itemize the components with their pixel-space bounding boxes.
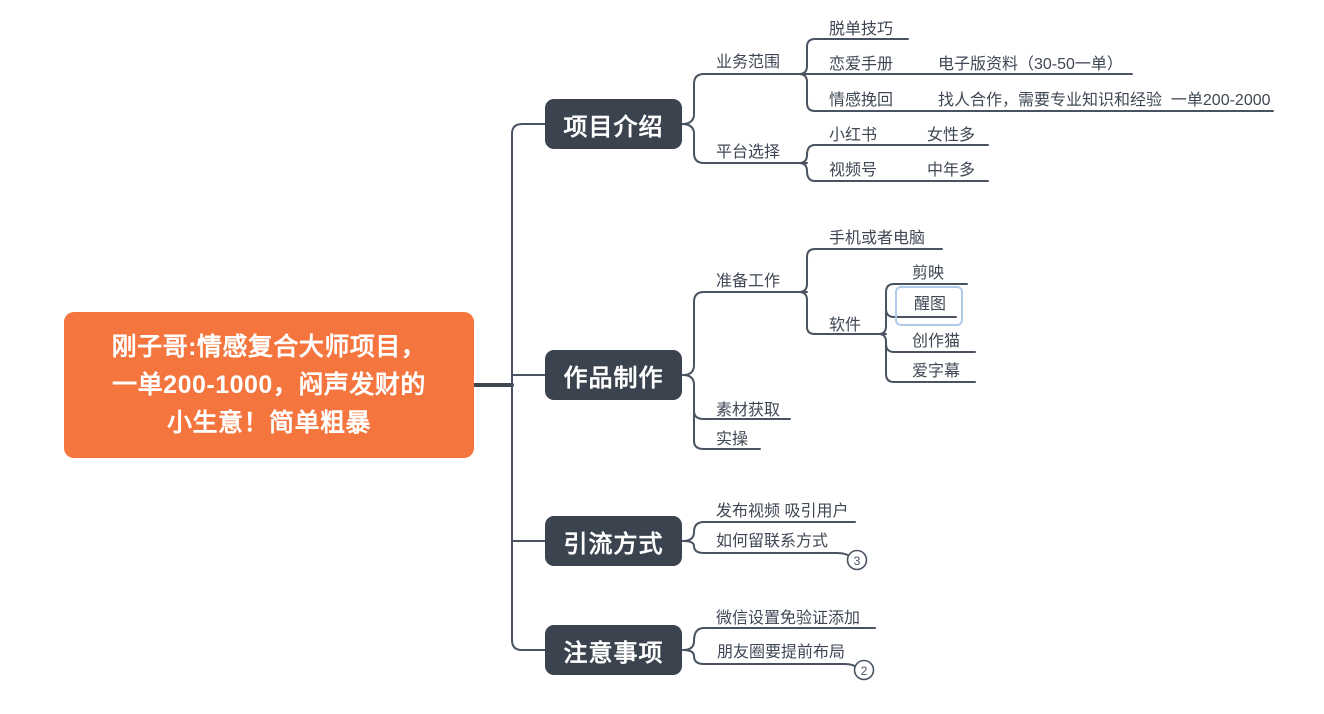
link-pengyouquan — [682, 649, 858, 669]
trunk-line — [511, 123, 546, 651]
topic-zhunbeigongzuo[interactable]: 准备工作 — [716, 273, 781, 290]
link-fabushipin — [682, 521, 856, 542]
topic-shipinhao[interactable]: 视频号 — [829, 162, 878, 179]
link-tuodanjiqiao — [798, 38, 909, 75]
badge-3-number: 3 — [854, 554, 861, 568]
root-topic[interactable]: 刚子哥:情感复合大师项目， 一单200-1000，闷声发财的 小生意！简单粗暴 — [64, 312, 474, 458]
link-zhunbeigongzuo — [682, 291, 808, 376]
link-shoujihuozhediannao — [798, 248, 943, 293]
link-shipinhao-row — [798, 162, 989, 182]
topic-chuangzuomao[interactable]: 创作猫 — [912, 333, 961, 350]
link-aizimu — [878, 333, 976, 383]
link-qingganwanhui-row — [798, 73, 1274, 112]
link-ruanjian — [798, 291, 887, 335]
main-topic-xiangmujieshao[interactable]: 项目介绍 — [545, 99, 682, 149]
topic-weixinshezhi[interactable]: 微信设置免验证添加 — [716, 610, 861, 627]
link-jianying — [878, 283, 968, 335]
badge-2-circle[interactable] — [853, 659, 875, 681]
topic-xiaohongshu[interactable]: 小红书 — [829, 127, 878, 144]
topic-pingtaixuanze[interactable]: 平台选择 — [716, 144, 781, 161]
root-topic-line1: 刚子哥:情感复合大师项目， — [111, 333, 427, 361]
topic-shicao[interactable]: 实操 — [716, 431, 749, 448]
topic-tuodanjiqiao[interactable]: 脱单技巧 — [829, 21, 894, 38]
topic-dianzibanziliao[interactable]: 电子版资料（30-50一单） — [938, 56, 1123, 73]
badge-2-number: 2 — [861, 664, 868, 678]
topic-pengyouquan[interactable]: 朋友圈要提前布局 — [717, 644, 846, 661]
topic-fabushipin[interactable]: 发布视频 吸引用户 — [716, 503, 849, 520]
main-topic-yinliufangshi[interactable]: 引流方式 — [545, 516, 682, 566]
link-weixinshezhi — [682, 627, 876, 651]
topic-xingtu[interactable]: 醒图 — [914, 296, 947, 313]
topic-aizimu[interactable]: 爱字幕 — [912, 363, 961, 380]
topic-shoujihuozhediannao[interactable]: 手机或者电脑 — [829, 230, 926, 247]
badge-3[interactable]: 3 — [846, 549, 868, 571]
link-xingtu — [885, 308, 957, 318]
link-yewufanwei-row — [681, 73, 1133, 125]
topic-sucaihuoqu[interactable]: 素材获取 — [716, 402, 781, 419]
root-topic-line3: 小生意！简单粗暴 — [166, 409, 371, 437]
link-shicao — [682, 374, 761, 450]
badge-3-circle[interactable] — [846, 549, 868, 571]
topic-liulianxifangshi[interactable]: 如何留联系方式 — [716, 533, 829, 550]
topic-zhaorenhezuo[interactable]: 找人合作，需要专业知识和经验 一单200-2000 — [938, 92, 1271, 109]
badge-2[interactable]: 2 — [853, 659, 875, 681]
topic-nvxingduo[interactable]: 女性多 — [927, 127, 976, 144]
link-xiaohongshu-row — [798, 144, 989, 164]
topic-lianaishouce[interactable]: 恋爱手册 — [829, 56, 894, 73]
link-pingtaixuanze — [681, 123, 808, 164]
topic-ruanjian[interactable]: 软件 — [829, 317, 862, 334]
main-topic-zuopinzhizuo[interactable]: 作品制作 — [545, 350, 682, 400]
topic-yewufanwei[interactable]: 业务范围 — [716, 54, 781, 71]
topic-zhongnianduo[interactable]: 中年多 — [927, 162, 976, 179]
main-topic-zhuyishixiang[interactable]: 注意事项 — [545, 625, 682, 675]
selection-highlight — [895, 286, 963, 326]
link-liulianxifangshi — [682, 540, 851, 558]
topic-jianying[interactable]: 剪映 — [912, 265, 945, 282]
topic-qingganwanhui[interactable]: 情感挽回 — [829, 92, 894, 109]
root-topic-line2: 一单200-1000，闷声发财的 — [112, 371, 426, 399]
